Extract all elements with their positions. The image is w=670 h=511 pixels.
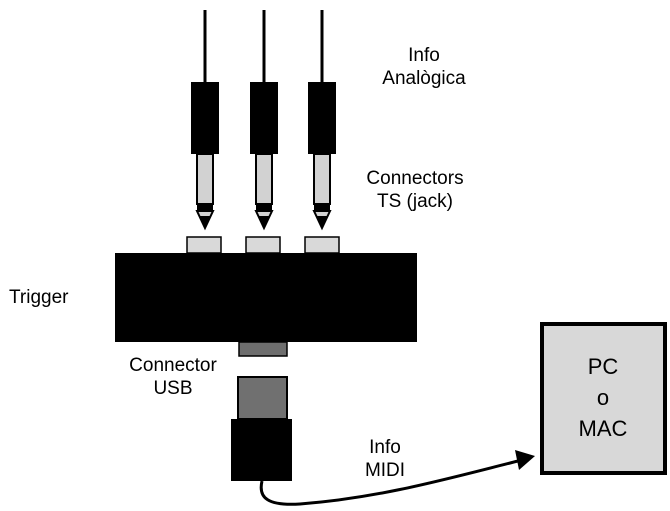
label-usb-connector: Connector USB [113,354,233,400]
computer-label: PC o MAC [543,325,663,470]
label-ts-connectors-line-1: Connectors [366,168,464,189]
trigger-input-port-2 [245,236,281,254]
ts-jack-plug-1 [191,82,219,231]
label-midi-info-line-1: Info [369,437,401,458]
label-analog-info: Info Analògica [364,44,484,90]
label-trigger-text: Trigger [9,287,69,308]
trigger-input-port-3 [304,236,340,254]
ts-jack-plug-3 [308,82,336,231]
label-midi-info: Info MIDI [345,436,425,482]
label-usb-connector-line-2: USB [153,378,193,399]
ts-jack-plug-2 [250,82,278,231]
label-ts-connectors: Connectors TS (jack) [350,167,480,213]
label-analog-info-line-2: Analògica [382,68,466,89]
label-ts-connectors-line-2: TS (jack) [377,191,453,212]
trigger-input-port-1 [186,236,222,254]
midi-cable [259,459,519,506]
label-trigger: Trigger [9,286,68,309]
trigger-device [115,253,417,342]
label-analog-info-line-1: Info [408,45,440,66]
trigger-usb-port [238,341,288,357]
computer-label-line-3: MAC [578,416,628,441]
usb-plug-body [231,419,292,481]
label-usb-connector-line-1: Connector [129,355,217,376]
computer-box [540,322,667,475]
usb-plug-metal [237,376,288,420]
computer-label-line-1: PC [587,354,619,379]
computer-label-line-2: o [596,385,610,410]
midi-cable-arrowhead [515,450,535,470]
label-midi-info-line-2: MIDI [364,460,406,481]
